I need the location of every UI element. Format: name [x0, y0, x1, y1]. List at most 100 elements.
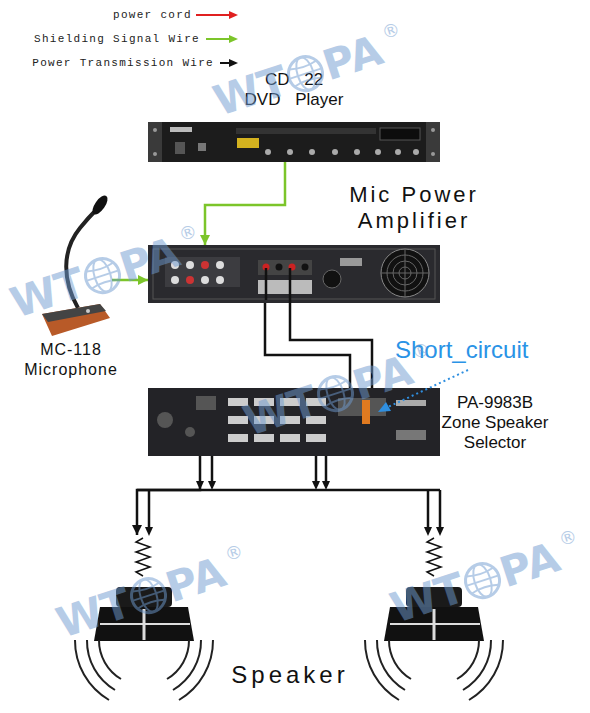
- watermark-globe-part: [319, 380, 351, 406]
- amplifier-illustration-part: [323, 270, 341, 288]
- wire-arrowhead-part: [322, 481, 330, 490]
- watermark-globe-part: [319, 388, 351, 399]
- microphone-illustration: [42, 193, 110, 336]
- sound-wave-part: [99, 640, 121, 679]
- dvd-player-illustration: [148, 122, 440, 162]
- watermark-globe-part: [127, 574, 170, 617]
- zone-selector-illustration-part: [396, 430, 426, 440]
- wire-arrowhead-part: [208, 481, 216, 490]
- wire-arrowhead: [145, 481, 444, 536]
- zone-selector-illustration-part: [306, 434, 326, 442]
- callout-leader-part: [378, 402, 391, 412]
- watermark-globe-part: [81, 254, 124, 297]
- speaker-illustration-part: [100, 623, 190, 625]
- zone-selector-illustration-part: [228, 398, 248, 406]
- device-label: MC-118 Microphone: [15, 340, 127, 380]
- arrowhead: [200, 235, 210, 245]
- device-label: Speaker: [90, 661, 490, 689]
- connector-line: [137, 456, 200, 535]
- zone-selector-illustration-part: [280, 434, 300, 442]
- microphone-illustration-part: [90, 193, 111, 217]
- amplifier-illustration-part: [216, 261, 224, 269]
- watermark-globe-part: [135, 577, 161, 614]
- watermark-globe-part: [132, 590, 164, 601]
- sound-wave-part: [365, 640, 399, 700]
- callout-leader: [378, 370, 468, 412]
- amplifier-illustration-part: [165, 257, 240, 287]
- dvd-player-illustration-part: [198, 143, 206, 151]
- amplifier-illustration-part: [340, 258, 362, 266]
- sound-wave: [75, 640, 503, 700]
- zone-selector-illustration-part: [185, 427, 195, 437]
- zone-selector-illustration-part: [306, 398, 326, 406]
- wire-part: [290, 300, 372, 388]
- spring-symbol-part: [427, 538, 441, 576]
- watermark-registered: ®: [222, 540, 246, 566]
- callout-text: Short_circuit: [395, 336, 528, 364]
- device-box: Mic Power Amplifier: [148, 245, 440, 303]
- speaker-illustration-part: [116, 587, 172, 607]
- dvd-player-illustration-part: [265, 149, 271, 155]
- wire-arrowhead-part: [312, 481, 320, 490]
- amplifier-illustration-part: [171, 276, 179, 284]
- arrowhead: [138, 275, 148, 285]
- dvd-player-illustration-part: [148, 122, 162, 162]
- connector: [200, 162, 285, 245]
- amplifier-illustration-part: [201, 276, 209, 284]
- device-label: CD 22 DVD Player: [242, 70, 346, 110]
- dvd-player-illustration-part: [153, 152, 157, 156]
- zone-selector-illustration-part: [157, 412, 173, 428]
- amplifier-illustration-part: [289, 268, 292, 300]
- dvd-player-illustration-part: [170, 127, 192, 132]
- legend-arrow-red-part: [229, 11, 238, 19]
- legend-arrow-black-part: [220, 62, 230, 64]
- watermark-globe-part: [322, 375, 348, 412]
- zone-selector-illustration-part: [254, 434, 274, 442]
- wire-arrowhead-part: [145, 527, 153, 536]
- zone-selector-illustration-part: [196, 396, 216, 410]
- legend-arrow-red: [196, 11, 238, 19]
- legend-arrow-green: [206, 35, 238, 43]
- dvd-player-illustration-part: [413, 149, 419, 155]
- amplifier-illustration-part: [186, 276, 194, 284]
- amplifier-illustration-part: [405, 249, 406, 297]
- legend-text: Shielding Signal Wire: [34, 33, 200, 45]
- watermark-globe-part: [466, 575, 498, 586]
- wire: [137, 300, 440, 530]
- sound-wave-part: [75, 640, 109, 700]
- zone-selector-illustration-part: [228, 416, 248, 424]
- device-label: Mic Power Amplifier: [330, 182, 498, 234]
- watermark-globe: [77, 250, 127, 300]
- microphone-illustration-part: [66, 208, 98, 308]
- legend-text: Power Transmission Wire: [32, 57, 214, 69]
- amplifier-illustration-part: [171, 261, 179, 269]
- wire-part: [148, 490, 151, 530]
- legend-text: power cord: [113, 9, 192, 21]
- amplifier-illustration-part: [153, 249, 435, 299]
- amplifier-illustration: [148, 245, 440, 303]
- watermark-globe-part: [86, 262, 118, 288]
- zone-selector-illustration-part: [254, 416, 274, 424]
- watermark-globe-part: [89, 257, 115, 294]
- legend-arrow-green-part: [229, 35, 238, 43]
- spring-symbol: [136, 538, 441, 576]
- speaker-illustration-part: [406, 587, 462, 607]
- speaker-illustration: [94, 587, 484, 641]
- speaker-illustration-part: [384, 607, 484, 641]
- dvd-player-illustration-part: [148, 122, 440, 162]
- watermark-globe-part: [292, 55, 318, 92]
- wire-arrowhead-part: [196, 481, 204, 490]
- watermark-globe-part: [469, 562, 495, 599]
- dvd-player-illustration-part: [332, 149, 338, 155]
- spring-symbol-part: [136, 538, 150, 576]
- amplifier-illustration-part: [265, 268, 268, 300]
- sound-wave-part: [167, 640, 189, 679]
- zone-selector-illustration-part: [254, 398, 274, 406]
- dvd-player-illustration-part: [236, 128, 376, 134]
- zone-selector-illustration-part: [280, 416, 300, 424]
- watermark-globe: [457, 555, 507, 605]
- amplifier-illustration-part: [186, 261, 194, 269]
- watermark-registered: ®: [556, 525, 580, 551]
